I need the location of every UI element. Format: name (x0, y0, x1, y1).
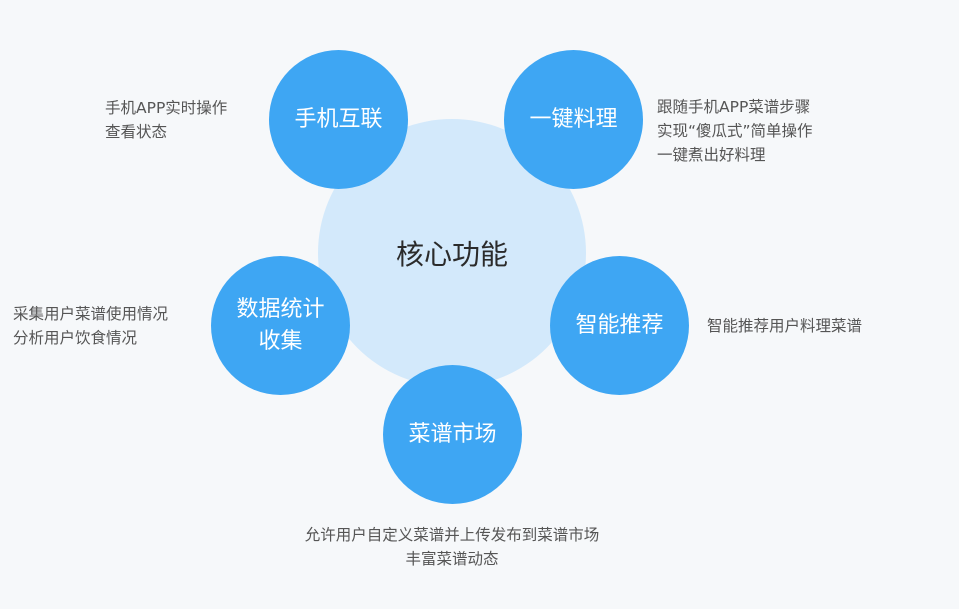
feature-title: 智能推荐 (575, 312, 664, 338)
feature-title: 菜谱市场 (408, 421, 497, 447)
feature-node-one-click-cook: 一键料理 (504, 50, 643, 189)
desc-line: 允许用户自定义菜谱并上传发布到菜谱市场 (304, 526, 600, 544)
feature-desc-one-click-cook: 跟随手机APP菜谱步骤 实现“傻瓜式”简单操作 一键煮出好料理 (657, 95, 813, 167)
feature-desc-smart-recommend: 智能推荐用户料理菜谱 (707, 314, 862, 338)
feature-title-line: 收集 (258, 328, 303, 354)
core-label: 核心功能 (395, 238, 508, 271)
desc-line: 丰富菜谱动态 (405, 550, 499, 568)
feature-title: 一键料理 (529, 106, 618, 132)
desc-line: 实现“傻瓜式”简单操作 (657, 122, 813, 140)
feature-node-phone-link: 手机互联 (269, 50, 408, 189)
feature-title-line: 数据统计 (236, 296, 325, 322)
desc-line: 分析用户饮食情况 (13, 329, 138, 347)
feature-node-smart-recommend: 智能推荐 (550, 256, 689, 395)
feature-desc-phone-link: 手机APP实时操作 查看状态 (105, 96, 227, 144)
feature-desc-data-stats: 采集用户菜谱使用情况 分析用户饮食情况 (13, 302, 168, 350)
feature-desc-recipe-market: 允许用户自定义菜谱并上传发布到菜谱市场 丰富菜谱动态 (252, 523, 652, 571)
desc-line: 查看状态 (105, 123, 168, 141)
feature-title: 手机互联 (294, 106, 383, 132)
desc-line: 跟随手机APP菜谱步骤 (657, 98, 811, 116)
feature-node-recipe-market: 菜谱市场 (383, 365, 522, 504)
desc-line: 手机APP实时操作 (105, 99, 228, 117)
feature-node-data-stats: 数据统计 收集 (211, 256, 350, 395)
desc-line: 一键煮出好料理 (657, 146, 766, 164)
desc-line: 采集用户菜谱使用情况 (13, 305, 169, 323)
desc-line: 智能推荐用户料理菜谱 (707, 317, 863, 335)
